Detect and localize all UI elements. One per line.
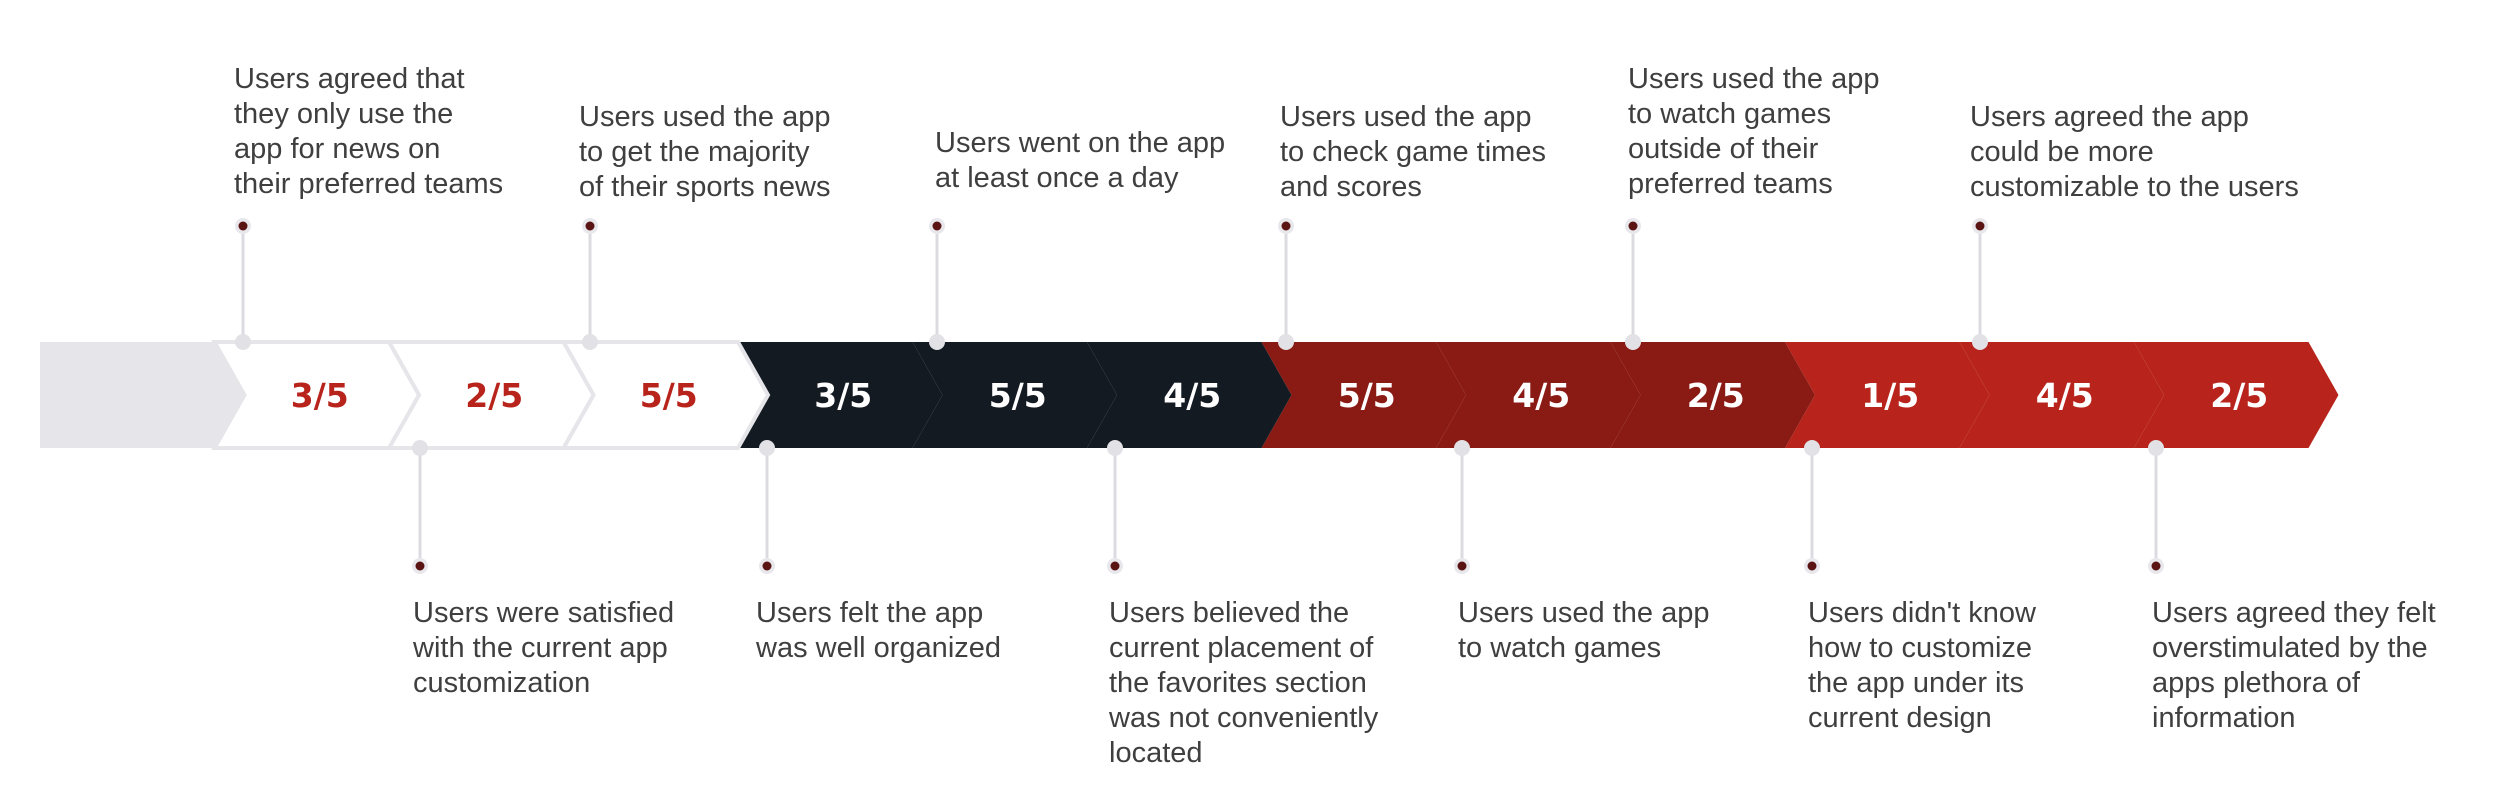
score-label-5: 5/5 xyxy=(989,376,1047,415)
note-dot-10 xyxy=(1807,561,1817,571)
anchor-dot-6 xyxy=(1107,440,1123,456)
anchor-dot-4 xyxy=(759,440,775,456)
score-label-12: 2/5 xyxy=(2210,376,2268,415)
score-label-4: 3/5 xyxy=(814,376,872,415)
chevron-step-7 xyxy=(1261,342,1466,448)
chevron-step-12 xyxy=(2134,342,2339,448)
note-dot-9 xyxy=(1628,221,1638,231)
anchor-dot-7 xyxy=(1278,334,1294,350)
note-dot-5 xyxy=(932,221,942,231)
anchor-dot-9 xyxy=(1625,334,1641,350)
chevron-step-9 xyxy=(1610,342,1815,448)
anchor-dot-10 xyxy=(1804,440,1820,456)
anchor-dot-11 xyxy=(1972,334,1988,350)
chevron-step-5 xyxy=(912,342,1117,448)
note-text-10: Users didn't know how to customize the a… xyxy=(1808,597,2036,734)
note-dot-11 xyxy=(1975,221,1985,231)
chevron-step-8 xyxy=(1436,342,1641,448)
note-dot-12 xyxy=(2151,561,2161,571)
note-text-12: Users agreed they felt overstimulated by… xyxy=(2152,597,2436,734)
note-text-3: Users used the app to get the majority o… xyxy=(579,101,831,203)
note-text-7: Users used the app to check game times a… xyxy=(1280,101,1546,203)
note-text-1: Users agreed that they only use the app … xyxy=(234,63,504,200)
anchor-dot-3 xyxy=(582,334,598,350)
note-dot-8 xyxy=(1457,561,1467,571)
connector-lines xyxy=(235,218,2164,574)
chevron-step-0 xyxy=(40,342,245,448)
score-label-8: 4/5 xyxy=(1512,376,1570,415)
note-dot-3 xyxy=(585,221,595,231)
anchor-dot-5 xyxy=(929,334,945,350)
note-text-4: Users felt the app was well organized xyxy=(756,597,1002,664)
chevron-step-10 xyxy=(1785,342,1990,448)
score-label-3: 5/5 xyxy=(640,376,698,415)
anchor-dot-1 xyxy=(235,334,251,350)
anchor-dot-12 xyxy=(2148,440,2164,456)
note-dot-7 xyxy=(1281,221,1291,231)
score-label-2: 2/5 xyxy=(465,376,523,415)
note-text-8: Users used the app to watch games xyxy=(1458,597,1710,664)
note-dot-6 xyxy=(1110,561,1120,571)
score-label-6: 4/5 xyxy=(1163,376,1221,415)
note-dot-1 xyxy=(238,221,248,231)
score-label-10: 1/5 xyxy=(1861,376,1919,415)
anchor-dot-2 xyxy=(412,440,428,456)
score-label-7: 5/5 xyxy=(1338,376,1396,415)
score-labels: 3/5 2/5 5/5 3/5 5/5 4/5 5/5 4/5 2/5 1/5 4/5 2/5 xyxy=(291,376,2268,415)
chevron-step-11 xyxy=(1959,342,2164,448)
score-label-11: 4/5 xyxy=(2036,376,2094,415)
note-text-9: Users used the app to watch games outsid… xyxy=(1628,63,1880,200)
note-text-6: Users believed the current placement of … xyxy=(1109,597,1379,769)
note-text-5: Users went on the app at least once a da… xyxy=(935,127,1226,194)
chevron-step-4 xyxy=(738,342,943,448)
score-label-9: 2/5 xyxy=(1687,376,1745,415)
chevron-band xyxy=(40,340,2339,450)
score-label-1: 3/5 xyxy=(291,376,349,415)
note-text-11: Users agreed the app could be more custo… xyxy=(1970,101,2299,203)
anchor-dot-8 xyxy=(1454,440,1470,456)
note-dot-4 xyxy=(762,561,772,571)
note-dot-2 xyxy=(415,561,425,571)
note-text-2: Users were satisfied with the current ap… xyxy=(413,597,675,699)
chevron-step-6 xyxy=(1087,342,1292,448)
